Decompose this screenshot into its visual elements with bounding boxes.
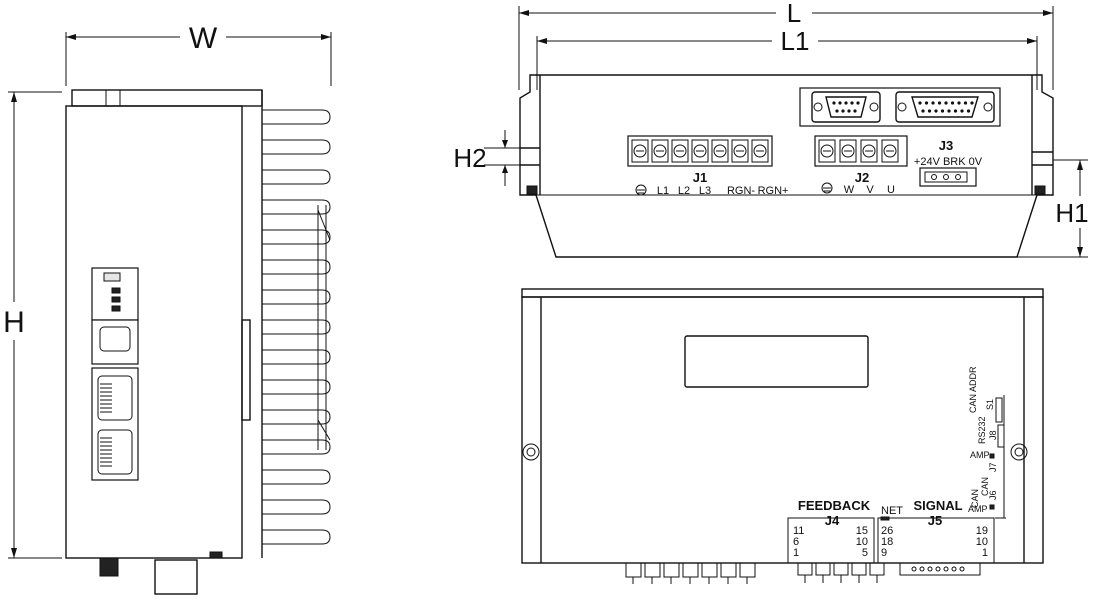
dimension-h2-label: H2 [453, 143, 486, 173]
heatsink-fin [262, 229, 331, 245]
db-connector-bar [799, 87, 1001, 127]
front-label-window [684, 335, 869, 388]
j3-pins-label: +24V BRK 0V [914, 156, 983, 168]
heatsink-fin [262, 529, 331, 545]
j5-pin-19: 19 [976, 525, 988, 537]
terminal-screw [820, 144, 834, 158]
j4-pin-11: 11 [793, 525, 804, 537]
side-view: W H [3, 22, 332, 595]
heatsink-fin [262, 379, 331, 395]
j1-pin-rgn-plus: RGN+ [758, 185, 789, 197]
j4-pin-5: 5 [862, 547, 868, 559]
heatsink-fin [262, 139, 331, 155]
j2-pin-u: U [887, 184, 895, 196]
terminal-screw [841, 144, 855, 158]
dimension-h-label: H [3, 306, 25, 339]
ground-symbol [635, 184, 647, 196]
j1-pin-l2: L2 [678, 185, 690, 197]
rj-port-pair [91, 367, 139, 481]
j2-pin-v: V [866, 184, 874, 196]
can2-label: CAN [970, 489, 980, 508]
j4-pin-10: 10 [856, 536, 868, 548]
ground-symbol-j2 [821, 182, 833, 194]
s1-label: S1 [985, 399, 995, 410]
j4-connector [787, 517, 875, 564]
j1-pin-rgn-minus: RGN- [727, 185, 755, 197]
terminal-screw [693, 144, 707, 158]
j1-title: J1 [693, 170, 707, 185]
can-addr-label: CAN ADDR [968, 366, 978, 413]
j5-title: J5 [928, 513, 942, 528]
heatsink-fin [262, 349, 331, 365]
j5-heading: SIGNAL [913, 498, 962, 513]
heatsink-fin [262, 259, 331, 275]
heatsink-fin [262, 499, 331, 515]
bottom-terminal-stubs [625, 562, 885, 584]
terminal-screw [733, 144, 747, 158]
heatsink-fin [262, 199, 331, 215]
j4-pin-6: 6 [793, 536, 799, 548]
dimension-l-label: L [787, 0, 801, 28]
heatsink-fin [262, 319, 331, 335]
j5-pin-1: 1 [982, 547, 988, 559]
j4-pin-1: 1 [793, 547, 799, 559]
j6-label: J6 [988, 490, 998, 500]
j4-heading: FEEDBACK [798, 498, 871, 513]
heatsink-fin [262, 169, 331, 185]
dimension-l1-label: L1 [781, 26, 810, 56]
terminal-screw [713, 144, 727, 158]
heatsink-fin [262, 409, 331, 425]
amp1-label: AMP [970, 450, 990, 460]
j5-pin-9: 9 [881, 547, 887, 559]
j5-pin-26: 26 [881, 525, 893, 537]
bottom-boss [154, 559, 198, 595]
amp2-label: AMP [968, 504, 988, 514]
heatsink-fins [262, 109, 331, 545]
terminal-screw [633, 144, 647, 158]
j7-label: J7 [988, 462, 998, 472]
j5-pin-10: 10 [976, 536, 988, 548]
rs232-label: RS232 [977, 416, 987, 444]
dimension-w-label: W [189, 22, 218, 55]
heatsink-fin [262, 109, 331, 125]
db26-connector [911, 96, 979, 118]
dimension-h1-label: H1 [1055, 198, 1088, 228]
terminal-screw [653, 144, 667, 158]
j2-title: J2 [855, 170, 869, 185]
j5-pin-18: 18 [881, 536, 893, 548]
heatsink-fin [262, 469, 331, 485]
terminal-screw [753, 144, 767, 158]
terminal-screw [883, 144, 897, 158]
right-side-labels: CAN ADDR S1 RS232 J8 AMP J7 CAN J6 CAN A… [968, 366, 1006, 519]
terminal-screw [862, 144, 876, 158]
j4-title: J4 [825, 513, 840, 528]
j3-title: J3 [939, 138, 953, 153]
db15-connector [825, 96, 867, 118]
mount-screw-right [1010, 443, 1028, 461]
heatsink-fin [262, 289, 331, 305]
bottom-screw [99, 557, 119, 577]
j1-pin-l3: L3 [699, 185, 711, 197]
j8-label: J8 [988, 430, 998, 440]
front-view: FEEDBACK J4 11 6 1 15 10 5 NET SIGNAL J5… [521, 288, 1044, 584]
heatsink-fin [262, 439, 331, 455]
j1-pin-l1: L1 [657, 185, 669, 197]
top-view: L L1 H2 H1 [453, 0, 1089, 258]
j5-net-label: NET [881, 505, 903, 517]
mount-screw-left [522, 443, 540, 461]
j2-pin-w: W [844, 184, 855, 196]
front-enclosure [521, 296, 1044, 564]
j5-bottom-pins [899, 562, 981, 576]
terminal-screw [673, 144, 687, 158]
j4-pin-15: 15 [856, 525, 868, 537]
can-label: CAN [980, 477, 990, 496]
